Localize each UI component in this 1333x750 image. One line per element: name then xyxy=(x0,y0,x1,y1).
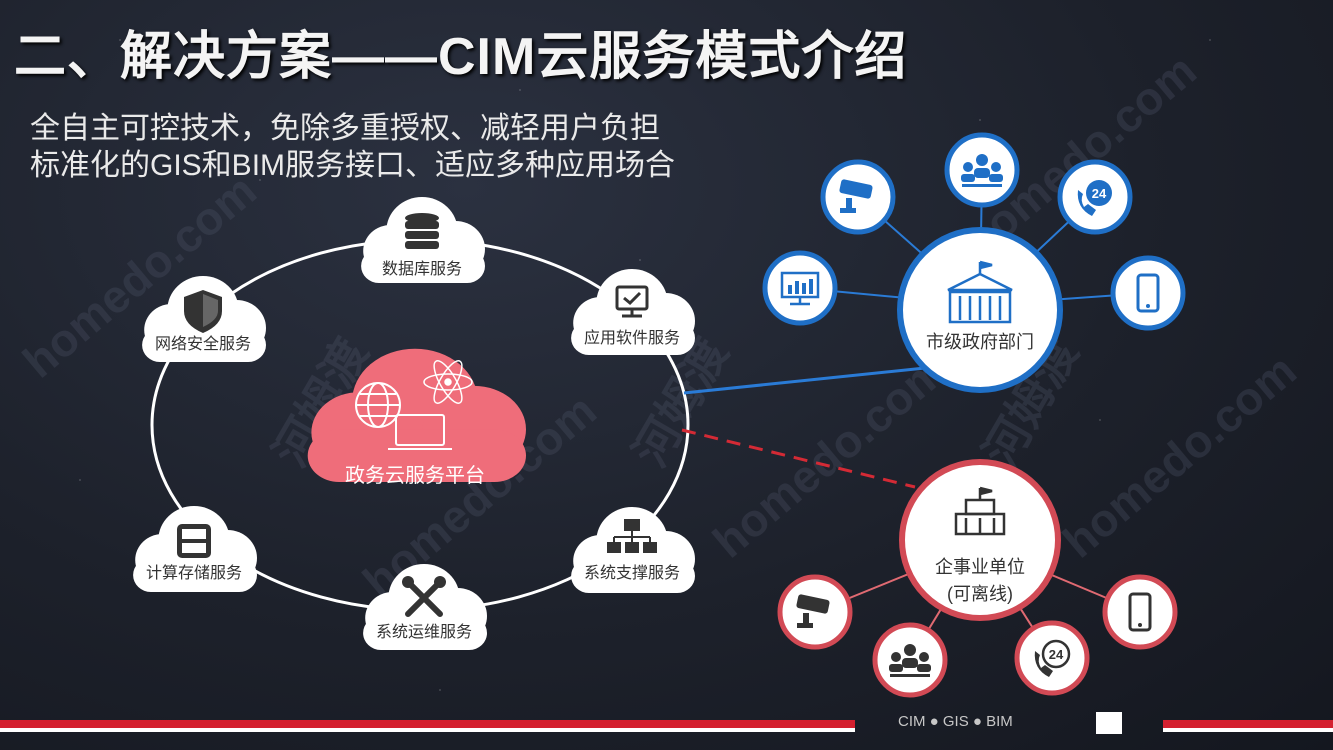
footer-tagline: CIM ● GIS ● BIM xyxy=(898,713,1013,730)
service-label: 网络安全服务 xyxy=(155,334,251,353)
monitor-check-icon xyxy=(615,285,649,318)
service-label: 系统运维服务 xyxy=(376,623,472,641)
service-label: 系统支撑服务 xyxy=(584,564,680,582)
enterprise-hub-circle xyxy=(899,459,1061,621)
city-hall-icon xyxy=(947,260,1013,324)
subtitle-line-2: 标准化的GIS和BIM服务接口、适应多种应用场合 xyxy=(30,149,676,182)
svg-text:24: 24 xyxy=(1049,647,1064,662)
tools-icon xyxy=(405,579,443,617)
hotline-24-icon: 24 xyxy=(1057,159,1133,235)
page-title: 二、解决方案——CIM云服务模式介绍 xyxy=(14,28,908,86)
people-group-icon xyxy=(872,622,948,698)
service-cloud-database: 数据库服务 xyxy=(361,197,485,283)
watermark-text: homedo.com xyxy=(1053,344,1306,568)
service-cloud-network-security: 网络安全服务 xyxy=(142,276,266,362)
hotline-24-icon: 24 xyxy=(1014,620,1090,696)
service-label: 应用软件服务 xyxy=(584,328,680,347)
service-cloud-compute-storage: 计算存储服务 xyxy=(133,506,257,592)
smartphone-icon xyxy=(1102,574,1178,650)
smartphone-icon xyxy=(1110,255,1186,331)
service-label: 计算存储服务 xyxy=(146,563,242,582)
cctv-camera-icon xyxy=(820,159,896,235)
enterprise-connector-dashed-line xyxy=(681,428,916,489)
people-group-icon xyxy=(944,132,1020,208)
subtitle-line-1: 全自主可控技术，免除多重授权、减轻用户负担 xyxy=(30,112,660,145)
enterprise-building-icon xyxy=(954,486,1006,536)
globe-icon xyxy=(355,382,401,428)
service-cloud-system-support: 系统支撑服务 xyxy=(571,507,695,593)
svg-text:24: 24 xyxy=(1092,186,1107,201)
footer-white-bar-right xyxy=(1163,728,1333,732)
footer-red-bar-left xyxy=(0,720,855,728)
laptop-icon xyxy=(388,414,452,450)
enterprise-hub-label-line-1: 企事业单位 xyxy=(935,557,1025,577)
service-cloud-system-ops: 系统运维服务 xyxy=(363,564,487,650)
enterprise-hub-group: 企事业单位 (可离线) 24 xyxy=(777,459,1178,698)
core-cloud: 政务云服务平台 xyxy=(307,348,526,487)
service-label: 数据库服务 xyxy=(382,260,462,278)
footer-red-bar-right xyxy=(1163,720,1333,728)
gov-hub-group: 市级政府部门 24 xyxy=(762,132,1186,393)
atom-icon xyxy=(423,360,473,404)
database-icon xyxy=(405,213,439,249)
gov-hub-label: 市级政府部门 xyxy=(926,332,1034,352)
subtitle: 全自主可控技术，免除多重授权、减轻用户负担 标准化的GIS和BIM服务接口、适应… xyxy=(30,110,675,184)
enterprise-hub-label-line-2: (可离线) xyxy=(947,584,1013,604)
footer-bar: CIM ● GIS ● BIM xyxy=(0,712,1333,734)
cctv-camera-icon xyxy=(777,574,853,650)
footer-white-square xyxy=(1096,712,1122,734)
gov-connector-line xyxy=(683,366,926,395)
storage-drive-icon xyxy=(177,524,211,558)
monitor-chart-icon xyxy=(762,250,838,326)
footer-white-bar-left xyxy=(0,728,855,732)
hierarchy-icon xyxy=(607,519,657,553)
core-platform-label: 政务云服务平台 xyxy=(345,464,485,487)
service-cloud-app-software: 应用软件服务 xyxy=(571,269,695,355)
